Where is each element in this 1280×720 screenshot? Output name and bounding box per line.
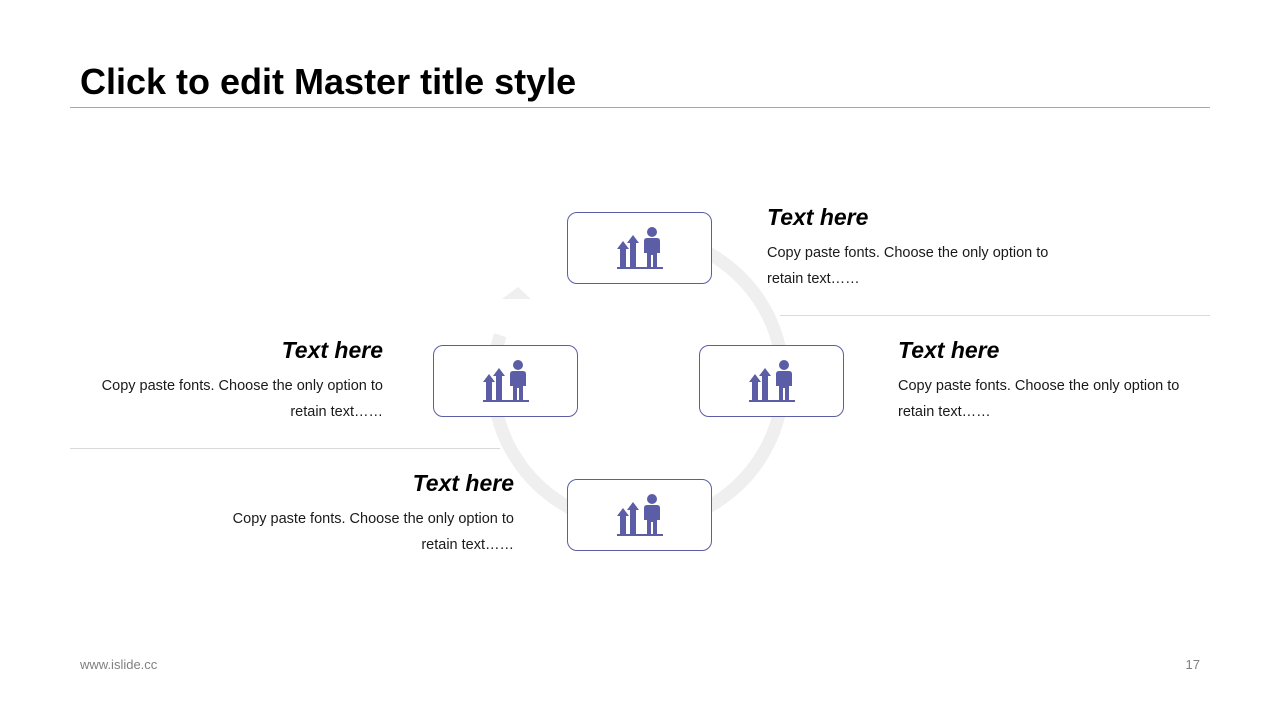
divider-left [70, 448, 500, 449]
page-number: 17 [1185, 657, 1200, 672]
step-node-3[interactable] [567, 479, 712, 551]
step-heading[interactable]: Text here [281, 337, 383, 363]
cycle-arc [486, 228, 790, 532]
step-description[interactable]: Copy paste fonts. Choose the only option… [101, 378, 383, 420]
step-text-4: Text here Copy paste fonts. Choose the o… [83, 335, 383, 425]
step-node-4[interactable] [433, 345, 578, 417]
step-text-1: Text here Copy paste fonts. Choose the o… [767, 202, 1067, 292]
growth-chart-person-icon [482, 360, 529, 402]
footer-url: www.islide.cc [80, 657, 158, 672]
step-description[interactable]: Copy paste fonts. Choose the only option… [767, 245, 1049, 287]
divider-right [780, 315, 1210, 316]
step-heading[interactable]: Text here [412, 470, 514, 496]
cycle-arrowhead [502, 287, 531, 299]
step-description[interactable]: Copy paste fonts. Choose the only option… [232, 511, 514, 553]
step-description[interactable]: Copy paste fonts. Choose the only option… [898, 378, 1180, 420]
growth-chart-person-icon [616, 227, 663, 269]
slide-title[interactable]: Click to edit Master title style [80, 61, 577, 102]
step-text-2: Text here Copy paste fonts. Choose the o… [898, 335, 1198, 425]
title-underline [70, 107, 1210, 108]
growth-chart-person-icon [748, 360, 795, 402]
step-heading[interactable]: Text here [767, 204, 869, 230]
step-node-2[interactable] [699, 345, 844, 417]
growth-chart-person-icon [616, 494, 663, 536]
step-node-1[interactable] [567, 212, 712, 284]
step-heading[interactable]: Text here [898, 337, 1000, 363]
step-text-3: Text here Copy paste fonts. Choose the o… [214, 468, 514, 558]
